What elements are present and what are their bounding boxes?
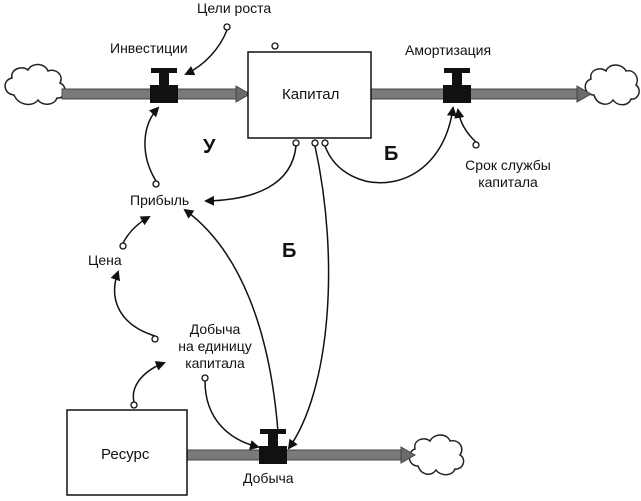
loop-label-reinforcing: У	[203, 136, 216, 158]
label-price: Цена	[88, 252, 122, 268]
label-yield-per-capital: Добыча на единицу капитала	[172, 321, 258, 372]
loop-label-balancing-depreciation: Б	[384, 143, 399, 165]
label-profit: Прибыль	[130, 192, 190, 208]
label-resource-stock: Ресурс	[101, 446, 150, 463]
label-depreciation-flow: Амортизация	[405, 42, 492, 58]
label-yield-line-3: капитала	[185, 355, 245, 371]
label-yield-line-1: Добыча	[189, 321, 241, 337]
connector-dots	[119, 23, 480, 409]
arrow-yield-to-extraction	[204, 380, 260, 450]
flow-pipe-extraction	[186, 446, 417, 464]
stock-box-capital	[247, 51, 372, 139]
arrow-extraction-to-profit	[183, 208, 279, 433]
cloud-icon-sink-bottom	[408, 434, 465, 476]
arrow-lifetime-to-depreciation	[454, 108, 477, 143]
label-capital-lifetime-line-1: Срок службы	[465, 157, 551, 173]
loop-label-balancing-extraction: Б	[282, 240, 297, 262]
label-capital-lifetime-line-2: капитала	[478, 174, 538, 190]
arrow-profit-to-investment	[144, 106, 160, 182]
causal-links	[110, 29, 477, 450]
label-capital-lifetime: Срок службы капитала	[461, 157, 555, 191]
stock-box-resource	[66, 409, 188, 496]
label-extraction-flow: Добыча	[243, 470, 294, 486]
cloud-icon-source-left	[4, 63, 66, 106]
flow-pipe-depreciation	[370, 85, 593, 103]
arrow-capital-to-extraction	[287, 145, 330, 450]
cloud-icon-sink-right	[584, 64, 640, 106]
arrow-price-to-profit	[122, 216, 151, 244]
label-capital-stock: Капитал	[282, 86, 340, 103]
valve-icon-investment	[150, 68, 178, 103]
flow-pipe-investment	[61, 85, 252, 103]
arrow-growth-to-investment	[184, 29, 228, 76]
arrow-yield-to-price	[110, 270, 156, 337]
arrow-capital-to-profit	[204, 145, 297, 206]
valve-icon-extraction	[259, 429, 287, 464]
label-yield-line-2: на единицу	[178, 338, 252, 354]
arrow-resource-to-yield	[132, 361, 166, 403]
label-growth-goals: Цели роста	[197, 0, 272, 16]
label-investment-flow: Инвестиции	[110, 40, 188, 56]
valve-icon-depreciation	[443, 68, 471, 103]
arrow-capital-to-depreciation	[324, 106, 457, 184]
